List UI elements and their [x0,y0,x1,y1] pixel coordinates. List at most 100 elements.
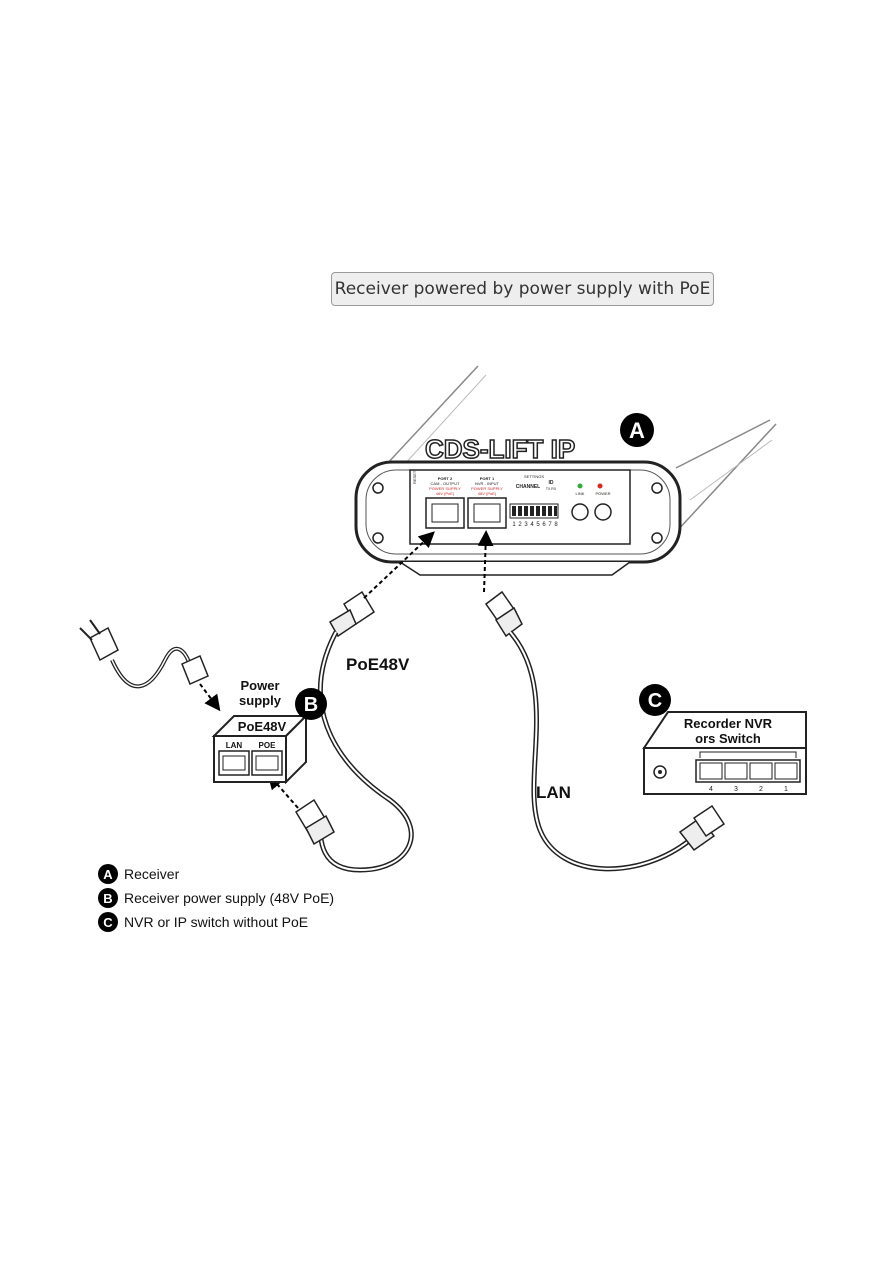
port-socket-icon [222,755,246,771]
screw-icon [651,482,663,494]
psu-title-line-2: supply [239,693,282,708]
port-socket-icon [699,762,723,780]
port-bracket [699,751,797,758]
badge-b [295,688,327,720]
housing-edge-right-3 [689,439,773,501]
dip-number: 7 [548,522,552,528]
port1-note: POWER SUPPLY [471,486,503,491]
legend-item-receiver: A Receiver [98,862,334,886]
dip-number: 4 [530,522,534,528]
dip-number: 2 [518,522,522,528]
legend-badge: C [98,912,118,932]
housing-edge-right [675,419,771,469]
recorder-port-number: 4 [709,786,713,793]
dip-number: 8 [554,522,558,528]
recorder-port-number: 2 [759,786,763,793]
port2-note: POWER SUPPLY [429,486,461,491]
dip-toggle [554,506,557,516]
screw-icon [372,532,384,544]
legend-item-power-supply: B Receiver power supply (48V PoE) [98,886,334,910]
dip-number: 6 [542,522,546,528]
plug-boot [328,608,357,638]
receiver-unit [354,365,777,576]
port2-note2: 48V (PoE) [436,491,455,496]
iec-connector-icon [181,654,209,686]
badge-b-letter: B [304,694,318,716]
badge-c [639,684,671,716]
port-socket-icon [774,762,798,780]
port2-label: PORT 2 [438,476,453,481]
recorder-title-line-1: Recorder NVR [684,716,773,731]
dip-toggle [548,506,552,516]
recorder-unit [639,684,807,795]
lan-cable-label: LAN [536,783,571,802]
badge-a [620,413,654,447]
receiver-button-link [571,503,589,521]
mains-plug-icon [89,626,119,662]
housing-edge-right-2 [675,423,777,533]
screw-icon [372,482,384,494]
receiver-foot [399,561,631,576]
port2-sub: CAM - OUTPUT [431,481,460,486]
rj45-plug-icon [484,590,523,638]
dip-number: 3 [524,522,528,528]
caption-box: Receiver powered by power supply with Po… [331,272,714,306]
dip-toggle [530,506,534,516]
dip-toggle [524,506,528,516]
rj45-plug-icon [678,804,726,852]
caption-text: Receiver powered by power supply with Po… [334,279,711,299]
port-socket-icon [749,762,773,780]
legend: A Receiver B Receiver power supply (48V … [98,862,334,934]
power-cord-inner [111,648,191,687]
dip-toggle [542,506,546,516]
power-led [597,483,603,489]
lan-cable-inner [509,631,691,870]
port-socket-icon [473,503,501,523]
dip-toggle [512,506,516,516]
port-socket-icon [724,762,748,780]
power-supply-unit [211,688,327,785]
legend-item-nvr: C NVR or IP switch without PoE [98,910,334,934]
plug-prong [79,627,93,641]
arrow-to-port-2 [363,531,435,599]
power-label: POWER [595,491,610,496]
dip-toggle [518,506,522,516]
badge-a-letter: A [629,418,645,443]
plug-boot [305,814,335,846]
legend-badge: A [98,864,118,884]
settings-label: SETTINGS [524,474,544,479]
arrow-to-power-supply [199,683,221,712]
channel-label: CHANNEL [516,484,540,490]
psu-poe-port [251,750,283,776]
port-socket-icon [431,503,459,523]
dip-toggle [536,506,540,516]
legend-text: Receiver power supply (48V PoE) [124,890,335,906]
plug-boot [494,606,523,638]
screw-icon [651,532,663,544]
dip-number: 1 [512,522,516,528]
legend-badge: B [98,888,118,908]
dip-switch-toggles [512,506,557,516]
badge-c-letter: C [648,690,662,712]
id-label: ID [549,480,554,486]
legend-text: Receiver [124,866,180,882]
id-sub: TX RX [546,487,557,491]
port1-sub: NVR - INPUT [475,481,500,486]
psu-lan-label: LAN [226,741,243,750]
port1-label: PORT 1 [480,476,495,481]
plug-body [692,804,726,838]
recorder-port-number: 1 [784,786,788,793]
dip-number: 5 [536,522,540,528]
receiver-brand: CDS-LIFT IP [425,434,575,464]
poe-cable-label: PoE48V [346,655,410,674]
plug-prong [89,619,101,635]
recorder-title-line-2: ors Switch [695,731,761,746]
link-led [577,483,583,489]
rj45-plug-icon [294,798,335,846]
psu-poe-label: POE [259,741,277,750]
recorder-port-number: 3 [734,786,738,793]
power-cord [79,619,209,689]
psu-lan-port [218,750,250,776]
dc-jack-pin [658,770,662,774]
